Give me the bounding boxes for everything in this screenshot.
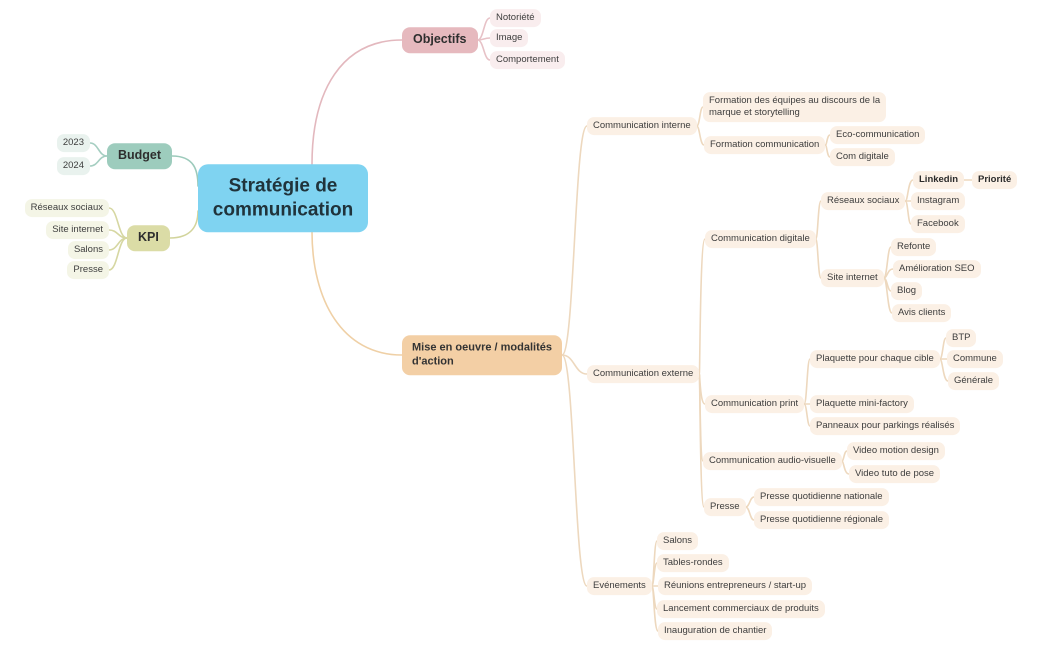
node-video-tuto-pose[interactable]: Video tuto de pose (849, 465, 941, 483)
node-formation-communication[interactable]: Formation communication (704, 136, 826, 154)
node-refonte[interactable]: Refonte (891, 238, 937, 256)
node-communication-externe[interactable]: Communication externe (587, 365, 700, 383)
node-avis-clients[interactable]: Avis clients (892, 304, 952, 322)
node-communication-print[interactable]: Communication print (705, 395, 805, 413)
node-communication-audio-visuelle[interactable]: Communication audio-visuelle (703, 452, 842, 470)
node-inauguration-chantier[interactable]: Inauguration de chantier (658, 622, 773, 640)
node-kpi-site-internet[interactable]: Site internet (46, 221, 109, 239)
node-communication-digitale[interactable]: Communication digitale (705, 230, 816, 248)
node-reseaux-sociaux[interactable]: Réseaux sociaux (821, 192, 906, 210)
node-central[interactable]: Stratégie de communication (198, 164, 368, 232)
node-linkedin[interactable]: Linkedin (913, 171, 965, 189)
node-lancement-commerciaux[interactable]: Lancement commerciaux de produits (657, 600, 825, 618)
node-site-internet[interactable]: Site internet (821, 269, 884, 287)
node-generale[interactable]: Générale (948, 372, 1000, 390)
node-evenements[interactable]: Evénements (587, 577, 652, 595)
node-com-digitale[interactable]: Com digitale (830, 148, 895, 166)
node-plaquette-mini-factory[interactable]: Plaquette mini-factory (810, 395, 914, 413)
node-amelioration-seo[interactable]: Amélioration SEO (893, 260, 981, 278)
node-presse-regionale[interactable]: Presse quotidienne régionale (754, 511, 890, 529)
node-kpi[interactable]: KPI (127, 225, 170, 251)
node-budget[interactable]: Budget (107, 143, 173, 169)
node-eco-communication[interactable]: Eco-communication (830, 126, 926, 144)
node-facebook[interactable]: Facebook (911, 215, 965, 233)
node-annee-2023[interactable]: 2023 (56, 134, 90, 152)
node-objectifs[interactable]: Objectifs (402, 27, 478, 53)
node-btp[interactable]: BTP (946, 329, 977, 347)
node-kpi-salons[interactable]: Salons (67, 241, 109, 259)
node-panneaux-parkings[interactable]: Panneaux pour parkings réalisés (810, 417, 961, 435)
node-blog[interactable]: Blog (891, 282, 923, 300)
node-priorite[interactable]: Priorité (972, 171, 1018, 189)
node-annee-2024[interactable]: 2024 (56, 157, 90, 175)
node-salons[interactable]: Salons (657, 532, 699, 550)
node-kpi-presse[interactable]: Presse (67, 261, 109, 279)
node-image[interactable]: Image (490, 29, 529, 47)
node-communication-interne[interactable]: Communication interne (587, 117, 697, 135)
node-commune[interactable]: Commune (947, 350, 1003, 368)
node-plaquette-chaque-cible[interactable]: Plaquette pour chaque cible (810, 350, 940, 368)
node-presse-nationale[interactable]: Presse quotidienne nationale (754, 488, 889, 506)
node-reunions-entrepreneurs[interactable]: Réunions entrepreneurs / start-up (658, 577, 813, 595)
node-notoriete[interactable]: Notoriété (490, 9, 541, 27)
node-presse[interactable]: Presse (704, 498, 746, 516)
node-mise-en-oeuvre[interactable]: Mise en oeuvre / modalités d'action (402, 335, 562, 375)
node-kpi-reseaux-sociaux[interactable]: Réseaux sociaux (24, 199, 109, 217)
node-comportement[interactable]: Comportement (490, 51, 565, 69)
node-instagram[interactable]: Instagram (911, 192, 966, 210)
node-video-motion-design[interactable]: Video motion design (847, 442, 945, 460)
node-tables-rondes[interactable]: Tables-rondes (657, 554, 729, 572)
node-formation-equipes[interactable]: Formation des équipes au discours de la … (703, 92, 887, 122)
